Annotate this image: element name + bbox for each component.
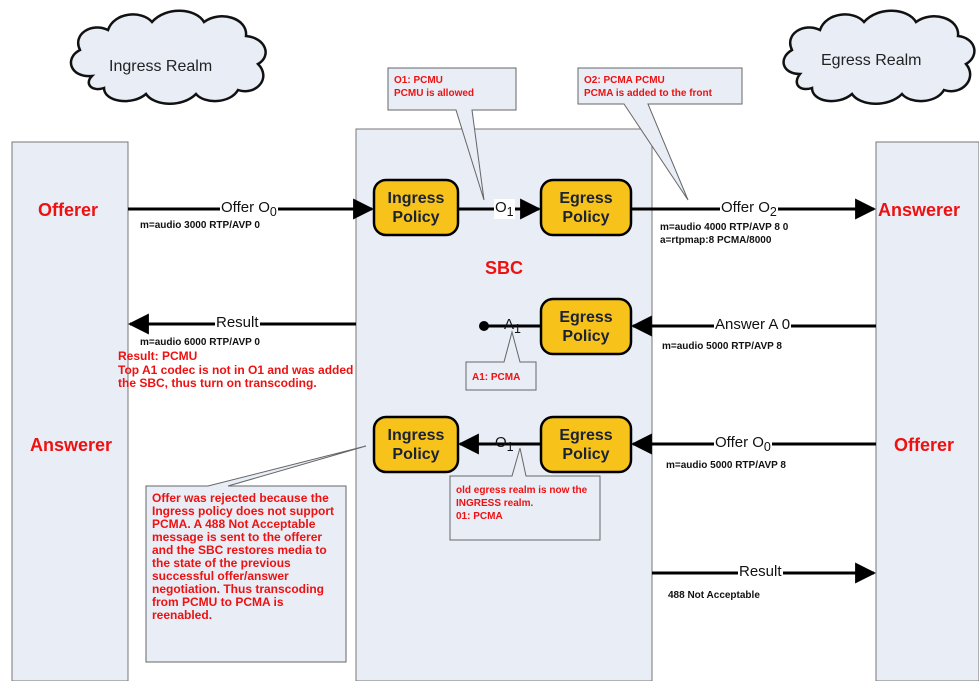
- policy-line-1: Egress: [559, 426, 613, 444]
- msg-sub: 2: [769, 205, 777, 219]
- msg-text: Offer O: [721, 199, 770, 216]
- egress-cloud-shape: [782, 9, 976, 105]
- callout-line: INGRESS realm.: [456, 498, 534, 509]
- callout-o2-shape: [577, 67, 743, 201]
- sdp-not-acceptable: 488 Not Acceptable: [668, 590, 760, 601]
- callout-offer-rejected: Offer was rejected because the Ingress p…: [152, 491, 335, 622]
- msg-text: O: [495, 199, 507, 216]
- sdp-left-result: m=audio 6000 RTP/AVP 0: [140, 337, 260, 348]
- result-pcmu-note: Top A1 codec is not in O1 and was added …: [118, 363, 354, 390]
- msg-text: Offer O: [715, 434, 764, 451]
- a1-dot: [479, 321, 489, 331]
- policy-line-2: Policy: [562, 327, 610, 345]
- msg-text: O: [495, 434, 507, 451]
- msg-sub: 0: [781, 316, 791, 333]
- msg-text: Offer O: [221, 199, 270, 216]
- policy-line-2: Policy: [392, 208, 440, 226]
- callout-line: O2: PCMA PCMU: [584, 75, 665, 86]
- msg-sub: 1: [514, 322, 521, 336]
- policy-line-1: Egress: [559, 189, 613, 207]
- callout-line: O1: PCMU: [394, 75, 443, 86]
- callout-rejected-shape: [145, 445, 367, 663]
- ingress-policy-bottom: Ingress Policy: [374, 417, 458, 472]
- egress-policy-bottom: Egress Policy: [541, 417, 631, 472]
- egress-policy-top: Egress Policy: [541, 180, 631, 235]
- policy-line-2: Policy: [562, 208, 610, 226]
- msg-a1: A1: [503, 316, 522, 336]
- sdp-right-answer: m=audio 5000 RTP/AVP 8: [662, 341, 782, 352]
- msg-sub: 0: [763, 440, 771, 454]
- result-pcmu-label: Result: PCMU: [118, 349, 198, 363]
- callout-a1-shape: [465, 330, 537, 391]
- msg-offer-o0-lower: Offer O0: [714, 434, 772, 454]
- policy-line-1: Egress: [559, 308, 613, 326]
- msg-o1-lower: O1: [494, 434, 515, 454]
- right-answerer-label: Answerer: [878, 200, 961, 220]
- callout-o1: O1: PCMU PCMU is allowed: [394, 74, 474, 100]
- right-offerer-label: Offerer: [894, 435, 955, 455]
- callout-egress-note-shape: [449, 447, 601, 541]
- msg-text: Answer A: [715, 316, 778, 333]
- msg-result: Result: [215, 314, 260, 331]
- callout-o1-shape: [387, 67, 517, 201]
- callout-line: PCMA is added to the front: [584, 88, 712, 99]
- callout-line: 01: PCMA: [456, 511, 503, 522]
- egress-policy-mid: Egress Policy: [541, 299, 631, 354]
- msg-o1: O1: [494, 199, 515, 219]
- sbc-label: SBC: [485, 258, 524, 278]
- msg-sub: 0: [269, 205, 277, 219]
- left-answerer-label: Answerer: [30, 435, 113, 455]
- msg-sub: 1: [506, 205, 514, 219]
- policy-line-2: Policy: [392, 445, 440, 463]
- left-offerer-label: Offerer: [38, 200, 99, 220]
- ingress-realm-label: Ingress Realm: [109, 58, 213, 75]
- egress-realm-label: Egress Realm: [821, 52, 922, 69]
- msg-sub: 1: [506, 440, 514, 454]
- ingress-policy-top: Ingress Policy: [374, 180, 458, 235]
- policy-line-2: Policy: [562, 445, 610, 463]
- sdp-right-offer-2: a=rtpmap:8 PCMA/8000: [660, 235, 772, 246]
- callout-line: PCMU is allowed: [394, 88, 475, 99]
- policy-line-1: Ingress: [387, 426, 445, 444]
- msg-offer-o0: Offer O0: [220, 199, 278, 219]
- msg-answer-a0: Answer A 0: [714, 316, 792, 333]
- msg-result-lower: Result: [738, 563, 783, 580]
- ingress-cloud-shape: [69, 9, 267, 105]
- left-lane: [11, 141, 129, 681]
- callout-egress-note: old egress realm is now the INGRESS real…: [456, 484, 587, 523]
- sdp-right-offer-1: m=audio 4000 RTP/AVP 8 0: [660, 222, 789, 233]
- right-lane: [875, 141, 979, 681]
- callout-line: old egress realm is now the: [456, 485, 588, 496]
- sdp-right-offer-lower: m=audio 5000 RTP/AVP 8: [666, 460, 786, 471]
- policy-line-1: Ingress: [387, 189, 445, 207]
- msg-text: A: [504, 316, 515, 333]
- msg-offer-o2: Offer O2: [720, 199, 778, 219]
- callout-o2: O2: PCMA PCMU PCMA is added to the front: [584, 74, 712, 100]
- sdp-left-offer: m=audio 3000 RTP/AVP 0: [140, 220, 260, 231]
- callout-a1: A1: PCMA: [472, 372, 521, 383]
